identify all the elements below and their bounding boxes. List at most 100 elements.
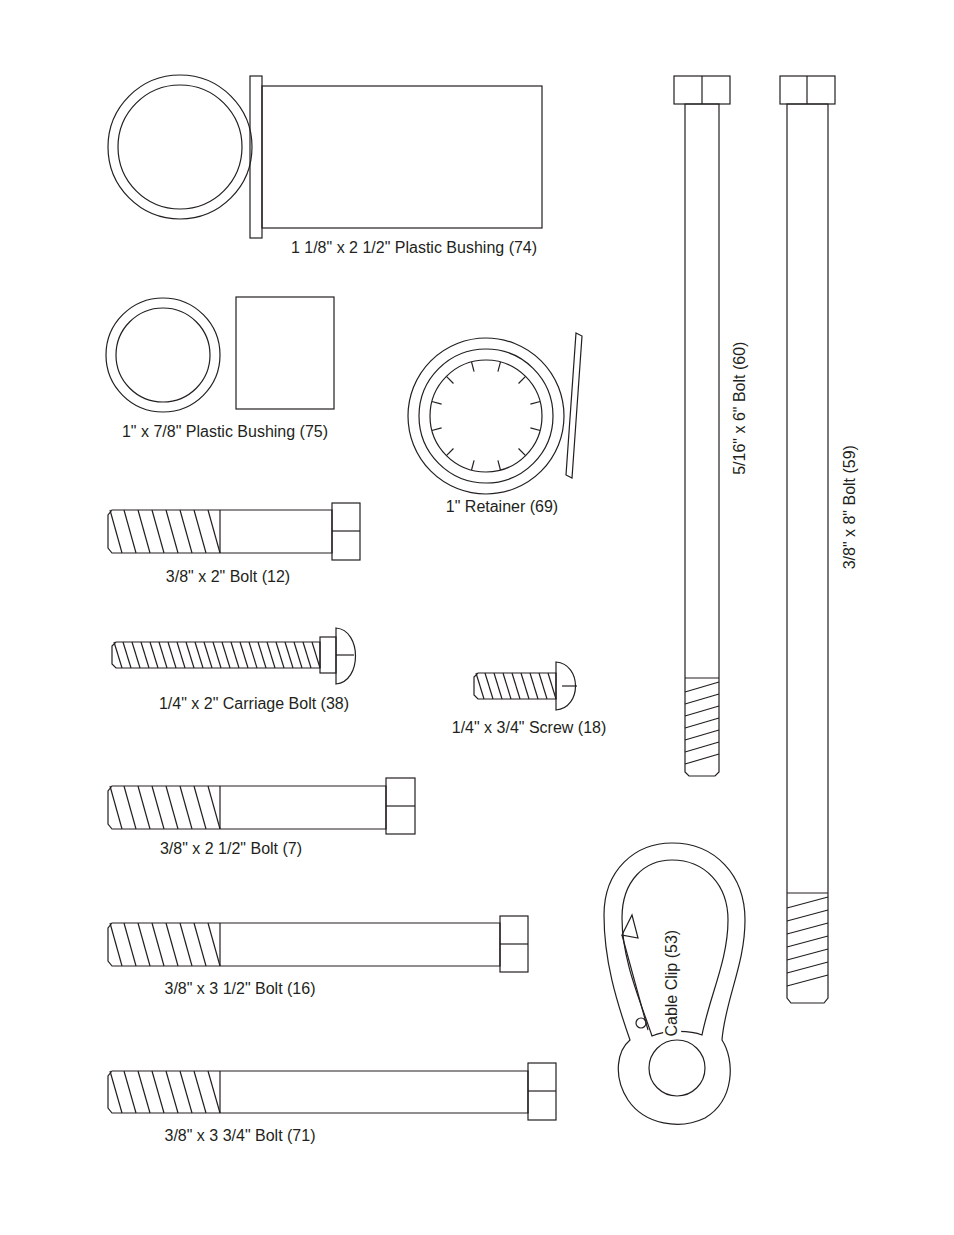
retainer-tab bbox=[519, 449, 526, 456]
thread-end bbox=[219, 923, 220, 966]
thread-stroke bbox=[303, 642, 311, 668]
retainer-tab bbox=[498, 362, 501, 372]
thread-stroke bbox=[110, 510, 122, 553]
thread-stroke bbox=[521, 673, 529, 699]
thread-stroke bbox=[152, 923, 164, 966]
part-label: 1" x 7/8" Plastic Bushing (75) bbox=[122, 423, 328, 441]
bolt-shank bbox=[108, 786, 386, 829]
thread-stroke bbox=[685, 730, 719, 740]
thread-stroke bbox=[787, 923, 828, 934]
thread-stroke bbox=[138, 786, 150, 829]
thread-stroke bbox=[132, 642, 140, 668]
retainer-tab bbox=[432, 428, 442, 431]
bushing-end-outer bbox=[108, 75, 252, 219]
thread-stroke bbox=[138, 510, 150, 553]
thread-stroke bbox=[124, 1071, 136, 1113]
part-label: 3/8" x 8" Bolt (59) bbox=[841, 445, 859, 569]
thread-stroke bbox=[548, 673, 556, 699]
bushing-end-inner bbox=[116, 308, 210, 402]
thread-stroke bbox=[249, 642, 257, 668]
retainer-tab bbox=[432, 402, 442, 405]
thread-stroke bbox=[208, 923, 220, 966]
thread-stroke bbox=[787, 897, 828, 908]
thread-stroke bbox=[685, 754, 719, 764]
bolt-shank bbox=[112, 642, 320, 668]
thread-stroke bbox=[312, 642, 320, 668]
bolt-head-edge bbox=[500, 943, 528, 944]
bolt-shank bbox=[108, 923, 500, 966]
thread-stroke bbox=[180, 923, 192, 966]
thread-stroke bbox=[204, 642, 212, 668]
thread-stroke bbox=[276, 642, 284, 668]
retainer-inner bbox=[430, 360, 542, 472]
retainer-tab bbox=[446, 449, 453, 456]
thread-stroke bbox=[685, 694, 719, 704]
screw-slot bbox=[562, 685, 577, 686]
clip-pin bbox=[636, 1018, 646, 1028]
thread-stroke bbox=[231, 642, 239, 668]
thread-hatching bbox=[110, 510, 828, 1113]
thread-stroke bbox=[186, 642, 194, 668]
retainer-tab bbox=[519, 376, 526, 383]
bolt-head bbox=[674, 76, 730, 104]
carriage-neck bbox=[320, 637, 336, 673]
thread-stroke bbox=[150, 642, 158, 668]
thread-stroke bbox=[180, 510, 192, 553]
retainer-side bbox=[566, 333, 582, 478]
retainer-outer bbox=[408, 338, 564, 494]
thread-stroke bbox=[258, 642, 266, 668]
screw-shank bbox=[474, 673, 556, 699]
thread-stroke bbox=[152, 1071, 164, 1113]
thread-stroke bbox=[152, 510, 164, 553]
bushing-flange bbox=[250, 76, 262, 238]
thread-stroke bbox=[110, 923, 122, 966]
part-label: 5/16" x 6" Bolt (60) bbox=[732, 341, 750, 474]
retainer-tab bbox=[530, 402, 540, 405]
part-label: 3/8" x 3 3/4" Bolt (71) bbox=[165, 1127, 316, 1145]
thread-end bbox=[219, 786, 220, 829]
thread-stroke bbox=[166, 923, 178, 966]
thread-stroke bbox=[530, 673, 538, 699]
retainer-tab bbox=[446, 376, 453, 383]
thread-stroke bbox=[180, 786, 192, 829]
part-label: Cable Clip (53) bbox=[663, 928, 681, 1039]
thread-end bbox=[219, 510, 220, 553]
thread-stroke bbox=[685, 718, 719, 728]
thread-stroke bbox=[177, 642, 185, 668]
thread-stroke bbox=[685, 706, 719, 716]
thread-stroke bbox=[166, 786, 178, 829]
thread-stroke bbox=[787, 962, 828, 973]
thread-stroke bbox=[168, 642, 176, 668]
retainer-tab bbox=[498, 460, 501, 470]
thread-stroke bbox=[485, 673, 493, 699]
thread-stroke bbox=[152, 786, 164, 829]
thread-stroke bbox=[138, 923, 150, 966]
thread-stroke bbox=[222, 642, 230, 668]
thread-stroke bbox=[123, 642, 131, 668]
bolt-shank bbox=[108, 1071, 528, 1113]
thread-stroke bbox=[539, 673, 547, 699]
bolt-shank bbox=[108, 510, 332, 553]
part-label: 3/8" x 2" Bolt (12) bbox=[166, 568, 290, 586]
carriage-head bbox=[336, 628, 356, 684]
thread-stroke bbox=[494, 673, 502, 699]
bolt-head bbox=[500, 916, 528, 972]
thread-stroke bbox=[208, 510, 220, 553]
thread-stroke bbox=[208, 1071, 220, 1113]
thread-stroke bbox=[124, 786, 136, 829]
clip-eye bbox=[649, 1040, 705, 1096]
part-label: 1/4" x 2" Carriage Bolt (38) bbox=[159, 695, 349, 713]
bolt-shank bbox=[685, 104, 719, 776]
thread-stroke bbox=[294, 642, 302, 668]
part-label: 1 1/8" x 2 1/2" Plastic Bushing (74) bbox=[291, 239, 537, 257]
thread-stroke bbox=[194, 786, 206, 829]
thread-stroke bbox=[166, 1071, 178, 1113]
thread-stroke bbox=[138, 1071, 150, 1113]
retainer-tab bbox=[530, 428, 540, 431]
thread-stroke bbox=[166, 510, 178, 553]
bushing-body bbox=[236, 297, 334, 409]
thread-stroke bbox=[787, 975, 828, 986]
retainer-tabs bbox=[432, 362, 540, 470]
thread-stroke bbox=[787, 910, 828, 921]
